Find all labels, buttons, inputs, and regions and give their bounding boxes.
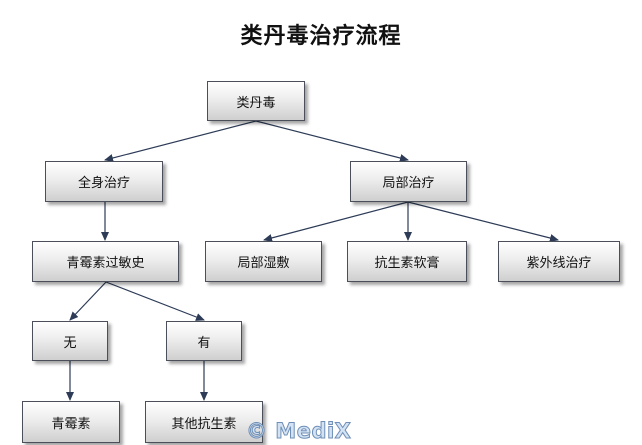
diagram-title: 类丹毒治疗流程	[240, 23, 402, 49]
edge-local-uv	[407, 201, 559, 242]
node-wet-compress: 局部湿敷	[205, 241, 322, 282]
node-has-allergy: 有	[166, 321, 242, 361]
watermark-logo: © MediX	[245, 419, 352, 444]
edge-local-wet	[263, 201, 409, 242]
edge-root-local	[255, 120, 409, 162]
node-other-antibiotics: 其他抗生素	[145, 401, 263, 443]
node-no-allergy: 无	[32, 321, 108, 361]
node-systemic-treatment: 全身治疗	[45, 161, 163, 202]
node-local-treatment: 局部治疗	[350, 161, 467, 202]
edge-allergy-yes	[105, 281, 205, 321]
node-root: 类丹毒	[207, 81, 305, 121]
edge-allergy-no	[69, 281, 107, 321]
node-antibiotic-ointment: 抗生素软膏	[347, 241, 467, 282]
node-uv-therapy: 紫外线治疗	[498, 241, 620, 282]
node-penicillin: 青霉素	[22, 401, 120, 443]
node-penicillin-allergy: 青霉素过敏史	[32, 241, 179, 282]
edge-root-systemic	[104, 120, 257, 162]
